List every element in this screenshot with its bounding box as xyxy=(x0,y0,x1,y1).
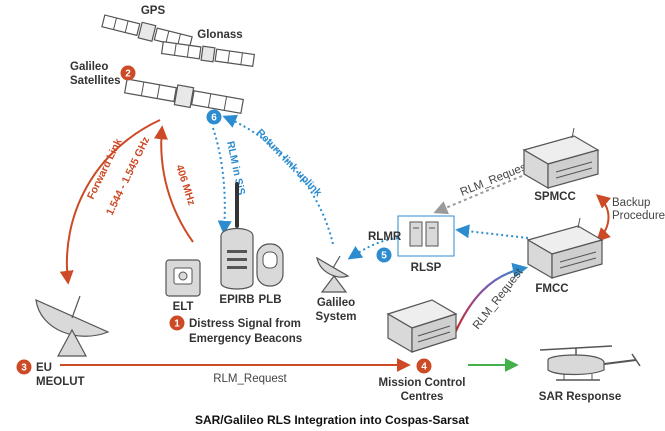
fmcc-building-icon xyxy=(526,217,604,280)
return-link-uplink-label: Return link uplink xyxy=(254,127,324,199)
rlm-in-sis-arrow xyxy=(212,127,232,235)
galileo-system-label-1: Galileo xyxy=(317,297,355,309)
backup-procedure-arrow xyxy=(595,194,612,242)
sar-response-label: SAR Response xyxy=(539,391,621,403)
spmcc-building-icon xyxy=(522,127,600,190)
beacon-frequency-label: 406 MHz xyxy=(173,163,197,207)
backup-procedure-label-2: Procedure xyxy=(612,210,665,222)
plb-icon xyxy=(256,243,284,287)
epirb-label: EPIRB xyxy=(219,294,254,306)
spmcc-label: SPMCC xyxy=(534,191,576,203)
figure-caption: SAR/Galileo RLS Integration into Cospas-… xyxy=(195,413,469,427)
elt-label: ELT xyxy=(173,301,194,313)
mcc-to-fmcc-arrow xyxy=(453,262,529,334)
fmcc-to-rlsp-arrow xyxy=(455,224,529,239)
plb-label: PLB xyxy=(259,294,282,306)
galileo-satellites-label-1: Galileo xyxy=(70,61,108,73)
meolut-label-2: MEOLUT xyxy=(36,376,85,388)
rlm-request-label-diagonal: RLM_Request xyxy=(471,266,526,332)
mcc-building-icon xyxy=(386,299,458,354)
badge-meolut: 3 xyxy=(16,359,32,375)
badge-meolut-number: 3 xyxy=(21,363,27,374)
badge-satellite-uplink: 6 xyxy=(206,109,222,125)
helicopter-icon xyxy=(539,345,641,381)
rlm-request-label-top: RLM_Request xyxy=(459,160,532,199)
galileo-system-dish-icon xyxy=(316,255,350,293)
mcc-label-1: Mission Control xyxy=(379,377,466,389)
badge-rlsp-number: 5 xyxy=(381,251,387,262)
backup-procedure-label-1: Backup xyxy=(612,197,650,209)
rlsp-server-icon xyxy=(409,221,439,247)
epirb-icon xyxy=(220,182,254,290)
badge-mcc: 4 xyxy=(416,358,432,374)
badge-beacons: 1 xyxy=(169,315,185,331)
return-link-uplink-arrow xyxy=(222,114,334,245)
beacon-uplink-arrow xyxy=(153,125,194,243)
badge-galileo: 2 xyxy=(120,65,136,81)
forward-link-arrow xyxy=(59,119,161,285)
elt-icon xyxy=(165,259,201,297)
galileo-satellites-label-2: Satellites xyxy=(70,75,121,87)
rlm-request-label-bottom: RLM_Request xyxy=(213,373,287,385)
meolut-label-1: EU xyxy=(36,362,52,374)
gps-label: GPS xyxy=(141,5,166,17)
badge-mcc-number: 4 xyxy=(421,362,427,373)
rlsp-to-galileo-arrow xyxy=(347,237,399,260)
badge-satellite-uplink-number: 6 xyxy=(211,113,217,124)
mcc-label-2: Centres xyxy=(401,391,444,403)
galileo-satellite-icon xyxy=(123,78,244,115)
badge-rlsp: 5 xyxy=(376,247,392,263)
meolut-dish-icon xyxy=(35,295,110,357)
rlsp-label: RLSP xyxy=(411,262,442,274)
gps-satellite-icon xyxy=(101,14,193,50)
rlmr-label: RLMR xyxy=(368,231,402,243)
badge-galileo-number: 2 xyxy=(125,69,131,80)
galileo-system-label-2: System xyxy=(316,311,357,323)
glonass-label: Glonass xyxy=(197,29,242,41)
fmcc-label: FMCC xyxy=(535,283,568,295)
beacons-title-2: Emergency Beacons xyxy=(189,333,302,345)
beacons-title-1: Distress Signal from xyxy=(189,318,301,330)
badge-beacons-number: 1 xyxy=(174,319,180,330)
glonass-satellite-icon xyxy=(160,40,256,68)
